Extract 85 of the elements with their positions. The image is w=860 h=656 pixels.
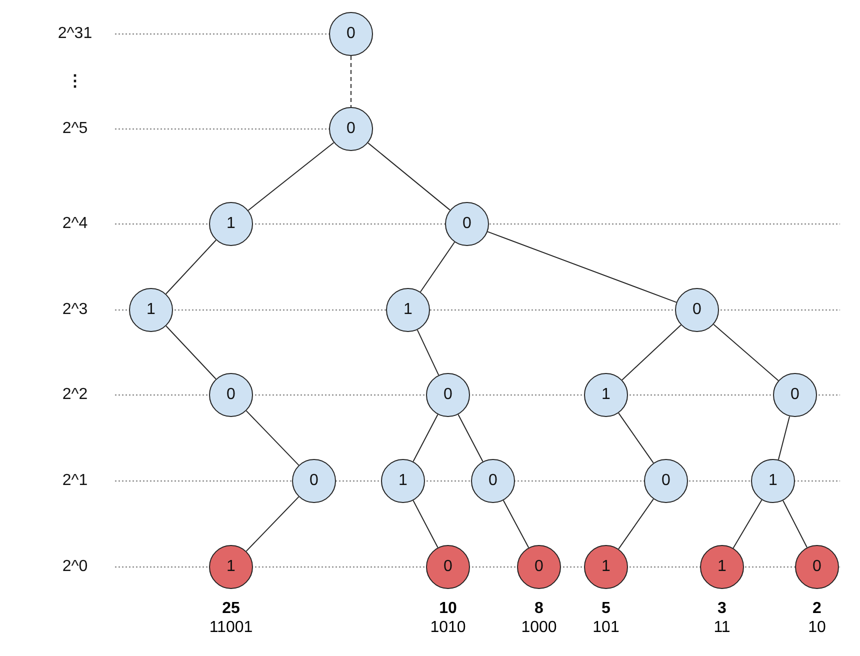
bit-text: 0 (812, 559, 822, 575)
decimal-value: 2 (812, 599, 822, 618)
binary-value: 101 (592, 618, 620, 637)
bit-text: 1 (398, 473, 408, 489)
tree-edge (782, 500, 808, 548)
bit-text: 0 (488, 473, 498, 489)
tree-edge (246, 496, 300, 552)
bit-node (471, 459, 515, 503)
tree-edge (368, 142, 450, 211)
bit-text: 0 (346, 121, 356, 137)
binary-value: 11001 (209, 618, 253, 637)
tree-edge (713, 324, 779, 382)
bit-text: 0 (444, 387, 452, 403)
bit-node (329, 107, 373, 151)
bit-text: 1 (226, 559, 236, 575)
tree-edge (458, 414, 484, 462)
power-label: 2^5 (61, 120, 89, 138)
bit-text: 1 (226, 216, 236, 232)
bit-text: 1 (146, 302, 156, 318)
decimal-value: 8 (534, 599, 544, 618)
bit-text: 1 (602, 559, 610, 575)
ellipsis-label: ⋮ (66, 72, 84, 91)
bit-text: 0 (462, 216, 472, 232)
tree-edge (412, 414, 438, 462)
tree-edge (246, 410, 300, 466)
leaf-node (426, 545, 470, 589)
bit-node (445, 202, 489, 246)
bit-node (584, 373, 628, 417)
bit-node (675, 288, 719, 332)
bit-node (751, 459, 795, 503)
binary-value: 1000 (521, 618, 557, 637)
power-label: 2^3 (61, 301, 89, 319)
bit-text: 1 (718, 559, 726, 575)
tree-edge (420, 242, 456, 292)
binary-value: 10 (808, 618, 826, 637)
leaf-node (517, 545, 561, 589)
bit-text: 0 (444, 559, 452, 575)
binary-value: 11 (714, 618, 730, 637)
bit-node (292, 459, 336, 503)
bit-node (329, 12, 373, 56)
tree-edge (618, 498, 654, 550)
leaf-node (209, 545, 253, 589)
tree-edge (350, 56, 352, 108)
tree-edge (416, 329, 440, 376)
leaf-node (700, 545, 744, 589)
decimal-value: 25 (222, 599, 240, 618)
bit-text: 1 (404, 302, 412, 318)
bit-node (773, 373, 817, 417)
leaf-node (584, 545, 628, 589)
decimal-value: 3 (718, 599, 726, 618)
bit-node (209, 202, 253, 246)
binary-value: 1010 (430, 618, 466, 637)
bit-text: 0 (662, 473, 670, 489)
bit-text: 0 (790, 387, 800, 403)
bit-text: 0 (692, 302, 702, 318)
bit-node (386, 288, 430, 332)
tree-edge (165, 240, 217, 294)
bit-text: 1 (602, 387, 610, 403)
power-label: 2^2 (61, 386, 89, 404)
tree-edge (166, 326, 216, 380)
power-label: 2^0 (61, 558, 89, 576)
bit-node (209, 373, 253, 417)
bit-node (644, 459, 688, 503)
bit-text: 0 (226, 387, 236, 403)
tree-edge (778, 416, 790, 460)
leaf-node (795, 545, 839, 589)
decimal-value: 5 (602, 599, 610, 618)
power-label: 2^31 (56, 25, 94, 43)
bit-text: 0 (310, 473, 318, 489)
tree-edge (248, 142, 334, 211)
tree-edge (487, 231, 677, 303)
bit-node (426, 373, 470, 417)
tree-edge (732, 499, 762, 549)
tree-edge (502, 500, 530, 548)
decimal-value: 10 (439, 599, 457, 618)
tree-edge (622, 324, 682, 380)
power-label: 2^4 (61, 215, 89, 233)
bit-node (381, 459, 425, 503)
bit-text: 1 (768, 473, 778, 489)
tree-edge (618, 412, 654, 464)
power-label: 2^1 (61, 472, 89, 490)
bit-text: 0 (534, 559, 544, 575)
tree-edge (412, 500, 438, 548)
bit-text: 0 (346, 26, 356, 42)
bit-node (129, 288, 173, 332)
